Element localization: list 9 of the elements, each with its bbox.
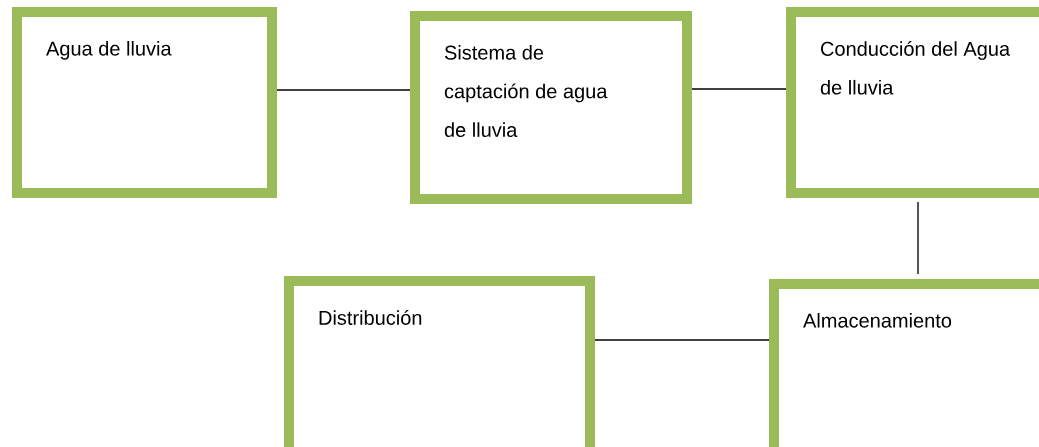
connector-line bbox=[276, 89, 411, 91]
process-box: Almacenamiento bbox=[769, 279, 1039, 447]
process-box: Agua de lluvia bbox=[12, 7, 277, 198]
process-box: Distribución bbox=[284, 276, 595, 447]
process-box: Sistema de captación de agua de lluvia bbox=[410, 11, 692, 204]
process-box: Conducción del Agua de lluvia bbox=[786, 7, 1039, 198]
connector-line bbox=[594, 339, 770, 341]
connector-line bbox=[691, 88, 787, 90]
connector-line bbox=[917, 201, 919, 275]
